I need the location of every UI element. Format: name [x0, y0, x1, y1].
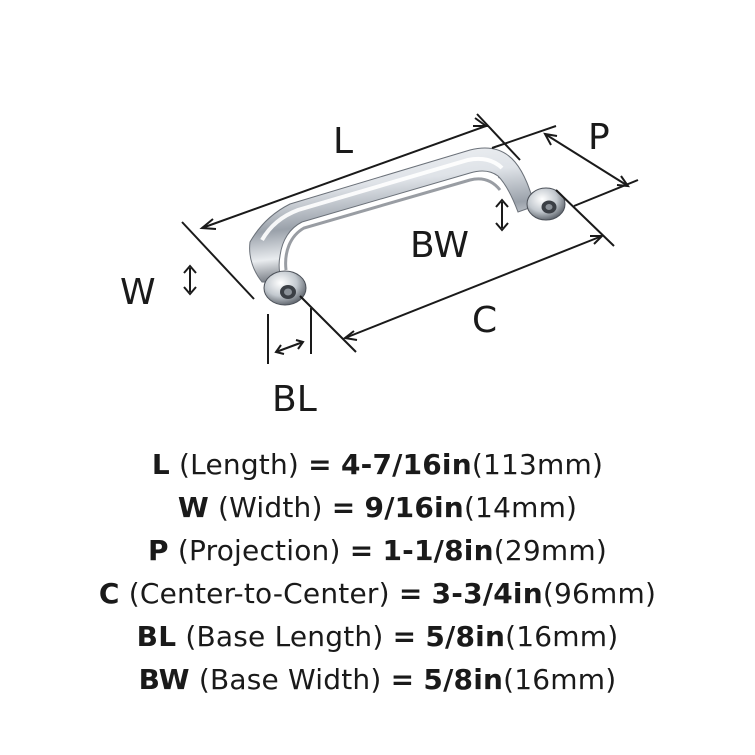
spec-imperial: 3-3/4in: [431, 577, 543, 610]
spec-row-projection: P (Projection) = 1-1/8in(29mm): [0, 529, 755, 572]
length-extension-left: [181, 221, 255, 300]
spec-equals: =: [390, 663, 415, 696]
center-arrow-left: [342, 330, 358, 341]
spec-name: (Width): [218, 491, 323, 524]
right-screw-thread: [545, 204, 553, 210]
base-length-dimension-line: [275, 341, 304, 353]
base-length-arrow-right: [295, 339, 305, 350]
spec-imperial: 5/8in: [423, 663, 504, 696]
label-projection: P: [588, 117, 610, 158]
handle-inner-edge: [284, 177, 502, 271]
projection-extension-bottom: [573, 179, 639, 207]
projection-extension-top: [491, 125, 557, 149]
spec-equals: =: [349, 534, 374, 567]
spec-name: (Base Width): [198, 663, 382, 696]
width-arrow-bottom: [183, 286, 197, 296]
label-center-to-center: C: [472, 300, 498, 341]
spec-metric: (16mm): [503, 663, 617, 696]
label-width: W: [120, 272, 156, 313]
length-arrow-right: [473, 117, 490, 127]
spec-code: W: [177, 491, 209, 524]
spec-metric: (113mm): [471, 448, 604, 481]
left-screw-thread: [284, 288, 292, 296]
spec-code: C: [98, 577, 120, 610]
spec-metric: (14mm): [463, 491, 578, 524]
spec-code: BW: [138, 663, 190, 696]
spec-row-center-to-center: C (Center-to-Center) = 3-3/4in(96mm): [0, 572, 755, 615]
spec-imperial: 5/8in: [425, 620, 506, 653]
dimension-spec-list: L (Length) = 4-7/16in(113mm) W (Width) =…: [0, 443, 755, 701]
spec-metric: (96mm): [542, 577, 657, 610]
projection-arrow-bottom: [616, 175, 631, 188]
base-length-arrow-left: [274, 344, 285, 355]
length-dimension-line: [201, 125, 487, 229]
spec-name: (Base Length): [185, 620, 384, 653]
base-width-arrow-bottom: [495, 222, 509, 232]
handle-highlight: [260, 156, 504, 242]
label-base-length: BL: [272, 379, 317, 420]
length-extension-right: [476, 113, 521, 161]
spec-code: L: [151, 448, 170, 481]
spec-name: (Length): [179, 448, 300, 481]
spec-row-base-length: BL (Base Length) = 5/8in(16mm): [0, 615, 755, 658]
projection-dimension-line: [544, 133, 629, 187]
base-width-arrow-top: [495, 198, 509, 208]
spec-equals: =: [331, 491, 356, 524]
spec-code: BL: [136, 620, 177, 653]
projection-arrow-top: [543, 132, 558, 146]
spec-equals: =: [308, 448, 332, 481]
spec-row-width: W (Width) = 9/16in(14mm): [0, 486, 755, 529]
handle-bar: [249, 147, 536, 283]
diagram-drawing: [181, 113, 639, 364]
width-arrow-top: [183, 264, 197, 274]
center-dimension-line: [344, 235, 603, 339]
spec-code: P: [148, 534, 169, 567]
center-extension-left: [299, 295, 357, 353]
spec-equals: =: [398, 577, 423, 610]
spec-equals: =: [392, 620, 417, 653]
spec-imperial: 1-1/8in: [382, 534, 494, 567]
spec-metric: (29mm): [493, 534, 607, 567]
spec-row-length: L (Length) = 4-7/16in(113mm): [0, 443, 755, 486]
spec-row-base-width: BW (Base Width) = 5/8in(16mm): [0, 658, 755, 701]
cabinet-pull-handle: [249, 147, 566, 306]
center-arrow-right: [590, 235, 605, 245]
label-length: L: [333, 121, 354, 162]
spec-metric: (16mm): [505, 620, 619, 653]
dimension-lines: [181, 113, 639, 364]
dimension-diagram: L P W BW C BL: [120, 113, 639, 420]
length-arrow-left: [199, 218, 217, 230]
center-extension-right: [555, 189, 615, 247]
spec-imperial: 4-7/16in: [340, 448, 472, 481]
spec-name: (Center-to-Center): [128, 577, 390, 610]
spec-name: (Projection): [177, 534, 341, 567]
label-base-width: BW: [410, 225, 470, 266]
spec-imperial: 9/16in: [364, 491, 464, 524]
